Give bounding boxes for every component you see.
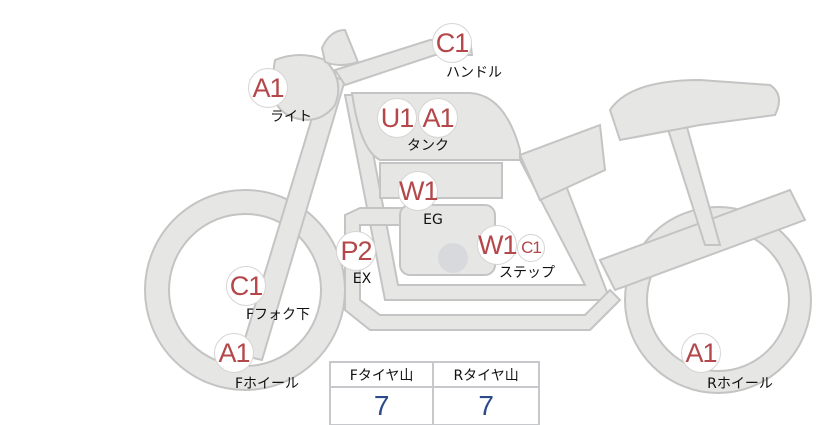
engine-label: EG [423,212,443,228]
front-tyre-value: 7 [328,386,435,425]
step-label: ステップ [499,265,555,281]
rear-wheel-label: Rホイール [707,376,773,392]
rear-tyre-value: 7 [432,386,540,425]
front-tyre-header: Fタイヤ山 [328,361,435,388]
step-code-badge-1[interactable]: W1 [477,225,518,265]
handle-label: ハンドル [446,65,502,81]
headlight-shape [270,54,340,121]
front-fork-code-badge[interactable]: C1 [226,266,266,306]
exhaust-code-badge[interactable]: P2 [336,231,376,271]
front-fork-label: Fフォク下 [245,307,311,323]
tank-code-badge-1[interactable]: U1 [377,98,417,138]
handle-code-badge[interactable]: C1 [432,23,472,63]
light-code-badge[interactable]: A1 [248,68,288,108]
tyre-tread-table: Fタイヤ山 Rタイヤ山 7 7 [328,361,540,425]
seat-shape [608,78,780,142]
tank-label: タンク [407,138,449,154]
step-code-badge-2[interactable]: C1 [517,234,545,262]
exhaust-label: EX [352,271,372,287]
rear-tyre-header: Rタイヤ山 [432,361,540,388]
front-wheel-code-badge[interactable]: A1 [214,333,254,373]
engine-code-badge[interactable]: W1 [398,171,439,211]
tank-code-badge-2[interactable]: A1 [418,98,458,138]
rear-wheel-code-badge[interactable]: A1 [681,333,721,373]
light-label: ライト [270,109,312,125]
front-wheel-label: Fホイール [234,376,300,392]
front-fork-shape [238,73,347,362]
